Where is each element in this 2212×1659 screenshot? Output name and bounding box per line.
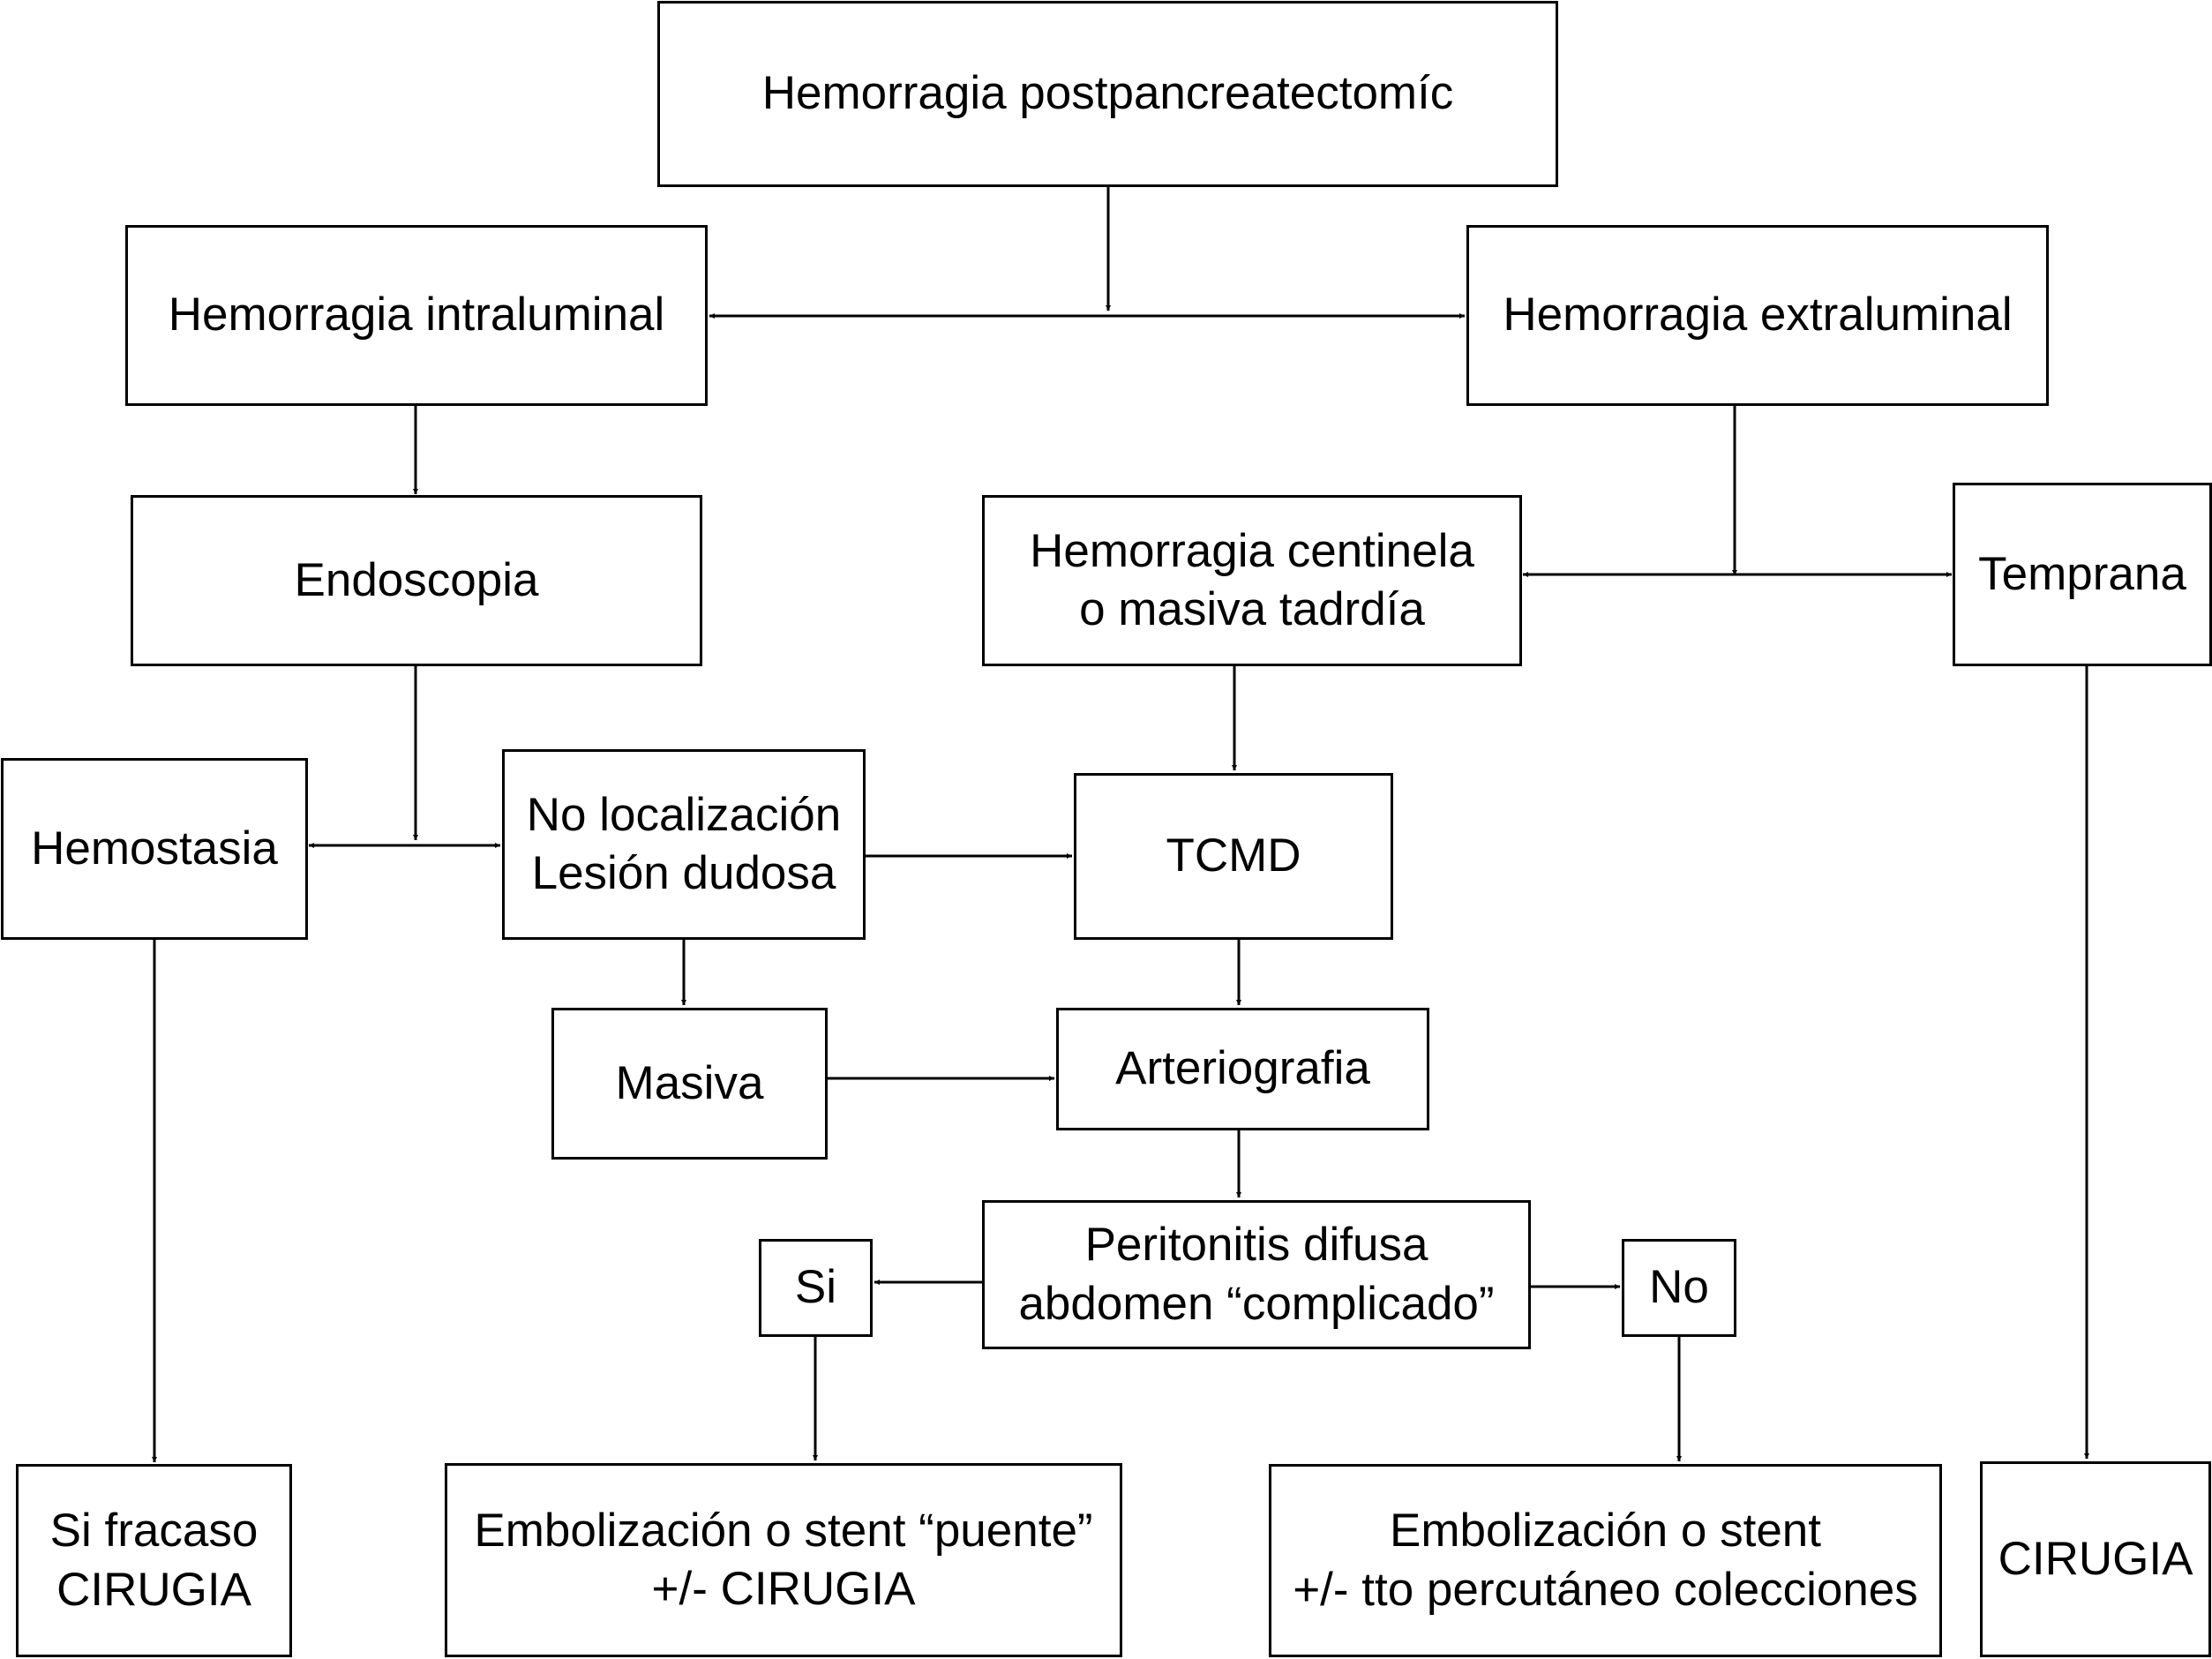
node-arteriografia: Arteriografia: [1056, 1008, 1429, 1130]
node-embolizacion-stent: Embolización o stent +/- tto percutáneo …: [1269, 1464, 1942, 1657]
node-peritonitis: Peritonitis difusa abdomen “complicado”: [982, 1200, 1531, 1349]
node-tcmd: TCMD: [1074, 773, 1393, 940]
node-endoscopia: Endoscopia: [131, 495, 702, 666]
node-embolizacion-puente: Embolización o stent “puente” +/- CIRUGI…: [445, 1463, 1122, 1657]
node-temprana: Temprana: [1953, 483, 2212, 666]
node-hemostasia: Hemostasia: [1, 758, 308, 940]
node-masiva: Masiva: [551, 1008, 828, 1160]
node-root: Hemorragia postpancreatectomíc: [657, 1, 1558, 187]
node-cirugia: CIRUGIA: [1980, 1461, 2211, 1657]
node-no: No: [1622, 1239, 1736, 1337]
node-si: Si: [759, 1239, 873, 1337]
node-intraluminal: Hemorragia intraluminal: [125, 225, 708, 406]
node-extraluminal: Hemorragia extraluminal: [1466, 225, 2049, 406]
node-no-localizacion: No localización Lesión dudosa: [502, 749, 866, 940]
node-centinela: Hemorragia centinela o masiva tadrdía: [982, 495, 1522, 666]
node-si-fracaso: Si fracaso CIRUGIA: [16, 1464, 292, 1657]
